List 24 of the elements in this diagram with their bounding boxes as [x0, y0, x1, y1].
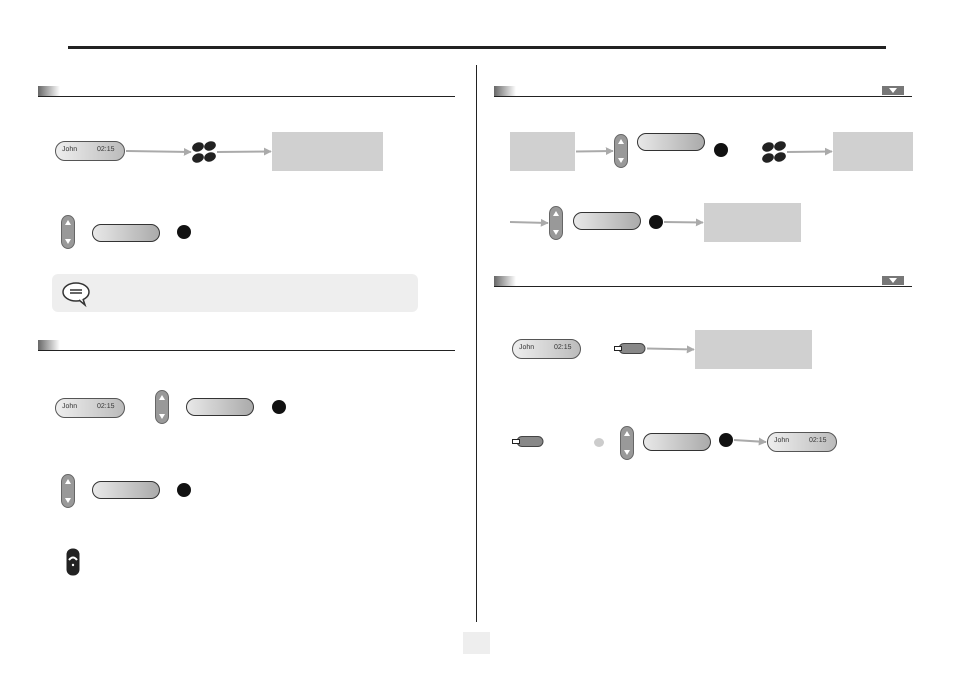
key-icon [614, 343, 646, 354]
arrow [664, 218, 704, 226]
arrow [646, 345, 695, 354]
arrow [734, 438, 767, 446]
screen-box [704, 203, 801, 242]
display-screen [512, 339, 581, 359]
display-screen [767, 432, 837, 452]
keypad-icon [192, 141, 216, 163]
navigation-key-icon [614, 134, 628, 168]
keypad-icon [762, 141, 786, 163]
screen-box [695, 330, 812, 369]
arrow [510, 218, 549, 227]
arrow [216, 148, 272, 156]
navigation-key-icon [549, 206, 563, 240]
screen-box [833, 132, 913, 171]
arrow [786, 148, 833, 156]
screen-box [510, 132, 575, 171]
display-screen [55, 141, 125, 161]
ok-key-icon [649, 215, 663, 229]
screen-box [272, 132, 383, 171]
arrow [126, 148, 192, 156]
display-screen [55, 398, 125, 418]
arrow [576, 147, 614, 156]
ok-key-icon [719, 433, 733, 447]
